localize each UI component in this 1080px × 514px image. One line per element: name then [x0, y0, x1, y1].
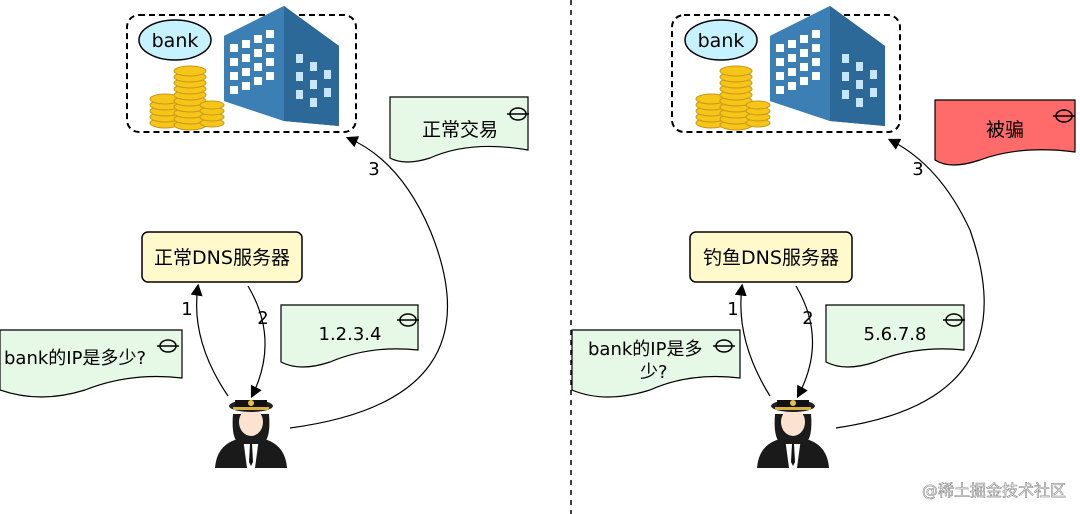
right-step3-label: 3 — [912, 159, 923, 180]
right-arrow-step1 — [734, 283, 771, 397]
left-arrow-step1 — [190, 283, 229, 397]
left-answer-note: 1.2.3.4 — [280, 304, 420, 368]
right-arrow-step3 — [835, 138, 985, 429]
left-question-note: bank的IP是多少? — [0, 329, 183, 398]
left-result-text: 正常交易 — [422, 119, 498, 141]
watermark: @稀土掘金技术社区 — [922, 481, 1066, 500]
right-bank-group — [671, 14, 901, 133]
left-bank-label: bank — [152, 30, 199, 52]
right-answer-note: 5.6.7.8 — [825, 304, 966, 368]
right-dns-label: 钓鱼DNS服务器 — [703, 247, 839, 269]
right-user-icon — [757, 400, 829, 468]
right-answer-text: 5.6.7.8 — [864, 324, 927, 345]
left-arrow-step2 — [247, 285, 266, 399]
left-step1-label: 1 — [181, 299, 192, 320]
left-step3-label: 3 — [368, 159, 379, 180]
right-result-text: 被骗 — [986, 119, 1024, 141]
left-result-note: 正常交易 — [389, 96, 530, 163]
right-dns-server: 钓鱼DNS服务器 — [689, 231, 853, 283]
right-step1-label: 1 — [727, 299, 738, 320]
right-step2-label: 2 — [802, 308, 813, 329]
left-question-text: bank的IP是多少? — [4, 348, 146, 369]
right-bank-bubble: bank — [684, 19, 758, 61]
left-bank-bubble: bank — [138, 19, 212, 61]
left-dns-server: 正常DNS服务器 — [141, 231, 303, 283]
left-dns-label: 正常DNS服务器 — [154, 247, 290, 269]
left-bank-group — [126, 14, 357, 133]
left-building-icon — [224, 6, 339, 126]
right-result-note: 被骗 — [934, 99, 1076, 166]
right-panel: bank 被骗 钓鱼DNS服务器 5.6.7.8 bank的IP是多 少? — [571, 6, 1076, 468]
left-answer-text: 1.2.3.4 — [319, 324, 382, 345]
right-question-note: bank的IP是多 少? — [571, 329, 741, 398]
right-bank-label: bank — [698, 30, 745, 52]
left-coins-icon — [149, 65, 225, 131]
right-question-text-line2: 少? — [640, 362, 668, 383]
right-coins-icon — [695, 65, 771, 131]
right-building-icon — [770, 6, 885, 126]
left-panel: bank 正常交易 正常DNS服务器 1.2.3.4 bank的IP是多少? — [0, 6, 530, 468]
right-arrow-step2 — [795, 285, 814, 399]
right-question-text-line1: bank的IP是多 — [588, 339, 702, 360]
left-arrow-step3 — [289, 136, 449, 429]
left-step2-label: 2 — [257, 308, 268, 329]
left-user-icon — [215, 400, 287, 468]
